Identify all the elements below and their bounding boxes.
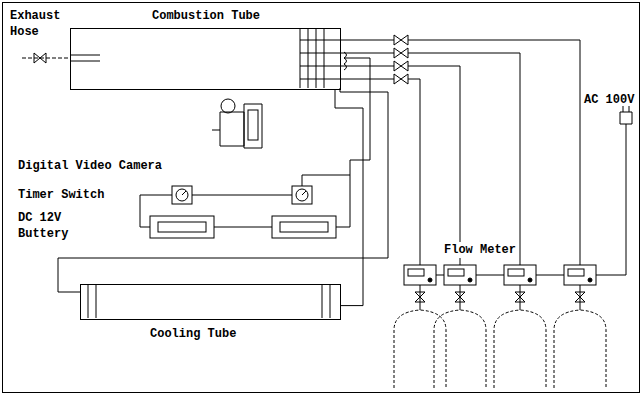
tube-node: Cooling Tube [80, 284, 341, 342]
tube-node: Combustion Tube [70, 8, 341, 90]
part-label: AC 100V [584, 92, 634, 108]
tube-body [70, 28, 341, 90]
flow-meter [404, 106, 632, 285]
part-label: Digital Video Camera [18, 158, 162, 174]
part-label: Timer Switch [18, 187, 104, 203]
video-camera [212, 99, 262, 148]
tube-flange [300, 28, 347, 88]
tube-name: Cooling Tube [150, 326, 341, 342]
coolant-pipe [335, 90, 363, 306]
exhaust-hose [22, 53, 100, 63]
part-label: DC 12V Buttery [18, 210, 76, 242]
frame [3, 3, 640, 393]
ignition-circuit [140, 58, 370, 238]
part-label: Exhaust Hose [10, 8, 68, 40]
part-label: Flow Meter [442, 242, 518, 258]
tube-body [80, 284, 341, 320]
gas-lines [340, 35, 580, 265]
gas-cylinder [394, 285, 606, 388]
tube-name: Combustion Tube [152, 8, 341, 24]
